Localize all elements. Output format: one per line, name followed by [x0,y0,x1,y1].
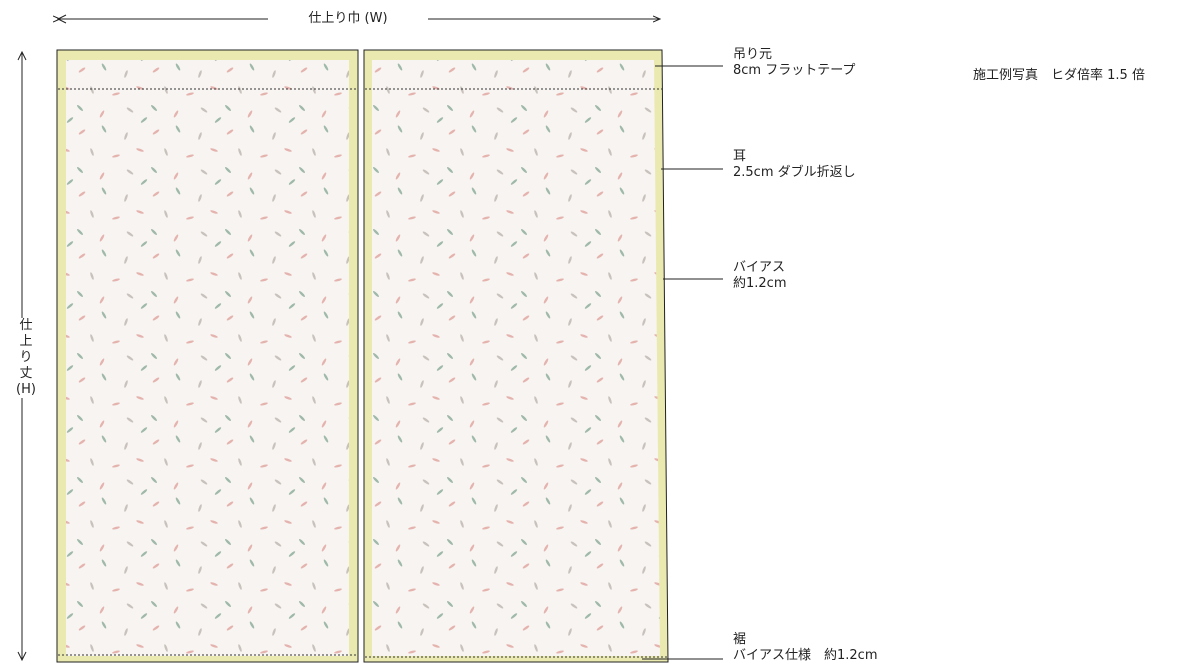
height-arrow-bottom-icon [17,651,27,662]
height-arrow-top-icon [17,50,27,61]
callout-bias-edge: バイアス 約1.2cm [733,260,787,292]
callout-top-header: 吊り元 8cm フラットテープ [733,47,855,79]
callout-side-hem: 耳 2.5cm ダブル折返し [733,149,856,181]
height-dimension-label: 仕 上 り 丈 (H) [14,318,38,398]
photo-note: 施工例写真 ヒダ倍率 1.5 倍 [973,68,1145,83]
callout-title: 裾 [733,632,747,647]
height-label-char: 上 [19,334,33,349]
width-arrow-left-icon [56,14,67,24]
callout-detail: 8cm フラットテープ [733,63,856,78]
height-label-char: 丈 [19,366,33,381]
curtain-panel-left [56,49,359,663]
callout-bottom-hem: 裾 バイアス仕様 約1.2cm [733,632,878,664]
height-label-char: 仕 [19,318,33,333]
callout-detail: 2.5cm ダブル折返し [733,165,856,180]
callout-detail: 約1.2cm [733,276,787,291]
callout-title: バイアス [733,260,786,275]
height-label-char: り [19,350,33,365]
callout-detail: バイアス仕様 約1.2cm [733,648,878,663]
height-label-char: (H) [16,382,36,397]
callout-title: 耳 [733,149,747,164]
curtain-panel-right [363,49,669,663]
callout-title: 吊り元 [733,47,773,62]
width-dimension-label: 仕上り巾 (W) [268,11,428,27]
